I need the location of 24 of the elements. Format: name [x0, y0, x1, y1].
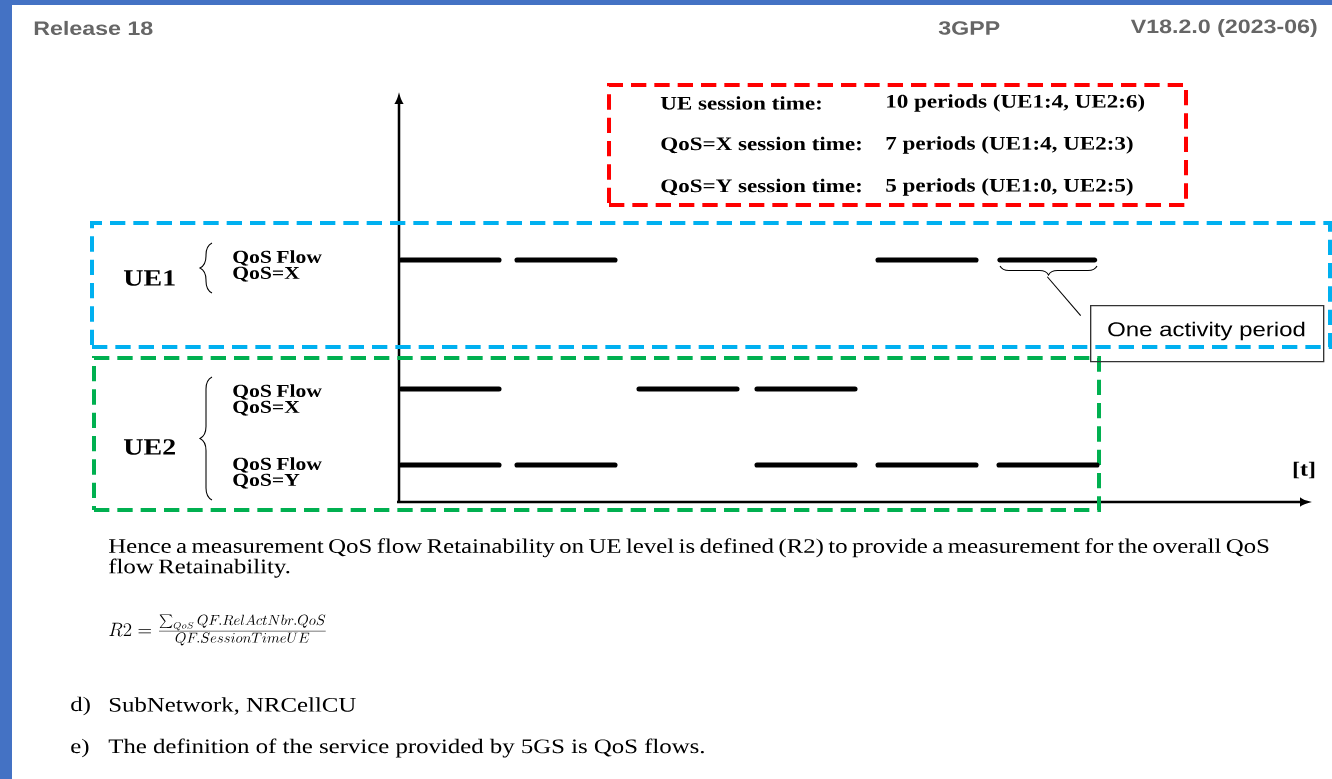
- summary-text: 7 periods (UE1:4, UE2:3): [886, 136, 1133, 154]
- axis-label: [t]: [1293, 461, 1315, 479]
- leader-line: [1046, 276, 1082, 317]
- summary-text: UE session time:: [660, 96, 821, 110]
- list-marker: d): [71, 696, 90, 716]
- device-label: UE2: [123, 439, 175, 455]
- summary-text: 10 periods (UE1:4, UE2:6): [887, 94, 1145, 112]
- list-item: SubNetwork, NRCellCU: [109, 697, 356, 715]
- body-paragraph: Hence a measurement QoS flow Retainability on UE level is defined (R2) to provide a measurement for the overall QoS flow Retainability.: [109, 538, 1269, 578]
- header-text: V18.2.0 (2023-06): [1130, 19, 1317, 37]
- flow-label: QoS Flow QoS=Y: [233, 457, 322, 489]
- formula: $R2 = \frac{\sum_{QoS} QF.RelActNbr.QoS}{QF.SessionTimeUE}$: [109, 614, 326, 646]
- header-text: 3GPP: [938, 21, 1000, 35]
- summary-text: 5 periods (UE1:0, UE2:5): [886, 178, 1133, 196]
- summary-text: QoS=X session time:: [661, 136, 861, 154]
- list-marker: e): [71, 738, 89, 758]
- header-text: Release 18: [34, 20, 153, 36]
- activity-bar: [997, 257, 1098, 263]
- list-item: The definition of the service provided by 5GS is QoS flows.: [108, 738, 704, 758]
- summary-text: QoS=Y session time:: [661, 178, 861, 196]
- device-label: UE1: [123, 270, 175, 286]
- flow-label: QoS Flow QoS=X: [233, 250, 322, 282]
- flow-label: QoS Flow QoS=X: [233, 384, 322, 416]
- callout-text: One activity period: [1108, 321, 1305, 341]
